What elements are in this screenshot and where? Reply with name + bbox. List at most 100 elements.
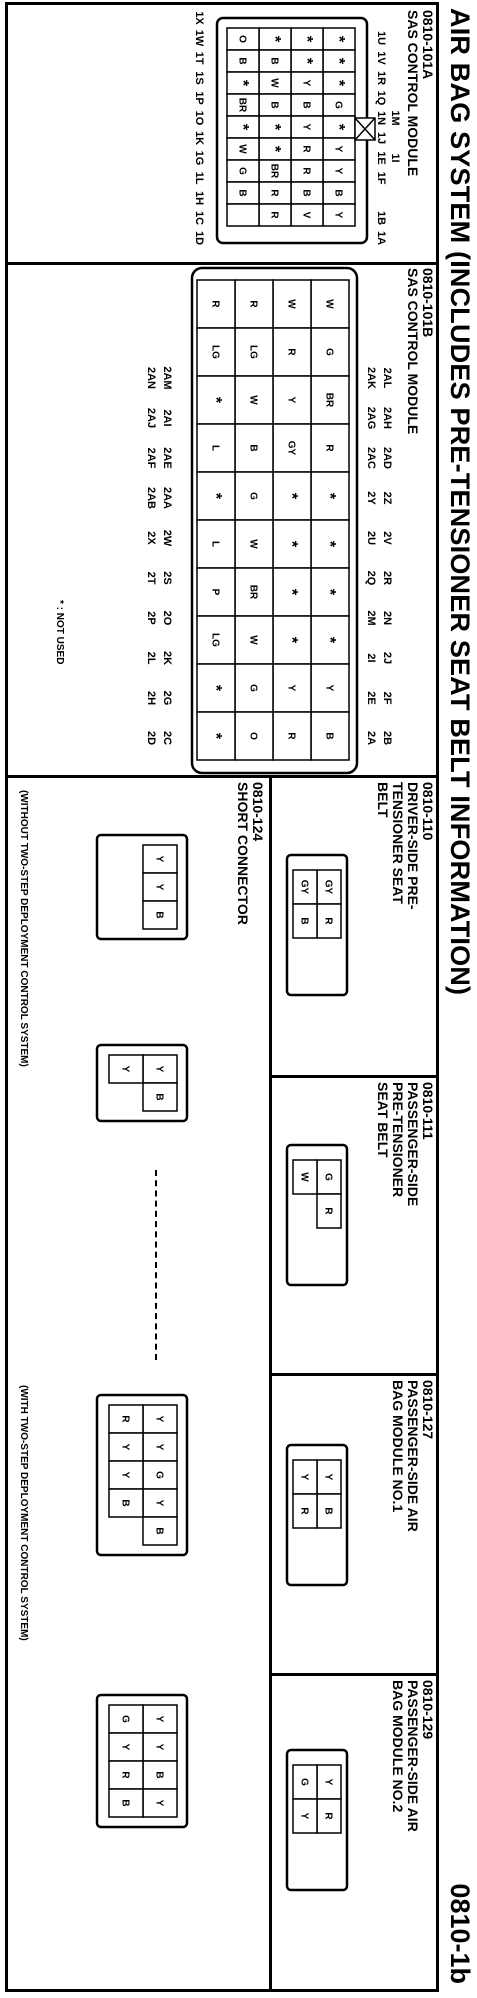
pin-cell [292, 1159, 318, 1195]
pin-cell [226, 203, 260, 227]
pin-number: 1Q [375, 91, 387, 106]
pin-number: 2AB [145, 487, 157, 509]
wire-color: * [283, 589, 300, 596]
wire-color: B [236, 57, 247, 64]
wire-color: B [332, 189, 343, 196]
wire-color: G [323, 348, 334, 356]
wire-color: * [298, 58, 315, 65]
connector-name-124: SHORT CONNECTOR [235, 782, 251, 925]
wire-color: R [119, 1771, 130, 1779]
connector-name-101a: SAS CONTROL MODULE [405, 10, 421, 177]
wire-color: V [300, 212, 311, 219]
pin-cell [142, 1516, 178, 1546]
divider [5, 262, 439, 265]
divider [269, 1673, 439, 1676]
connector-housing [95, 1043, 189, 1123]
pin-number: 1C [193, 211, 205, 225]
pin-number: 1D [193, 231, 205, 245]
wire-color: * [207, 733, 224, 740]
pin-number: 1S [193, 71, 205, 84]
wire-color: B [119, 1499, 130, 1506]
wire-color: B [153, 911, 164, 918]
connector-name-110: DRIVER-SIDE PRE-TENSIONER SEAT BELT [375, 782, 421, 910]
divider [269, 1075, 439, 1078]
wire-color: R [323, 444, 334, 452]
wire-color: B [298, 917, 309, 924]
pin-cell [142, 1082, 178, 1112]
connector-code-129: 0810-129 [420, 1680, 436, 1740]
divider [5, 775, 439, 778]
wire-color: Y [153, 856, 164, 863]
pin-number: 2AL [381, 368, 393, 389]
wire-color: R [300, 167, 311, 175]
pin-number: 1G [193, 151, 205, 166]
pin-number: 1X [193, 11, 205, 25]
wire-color: B [322, 1507, 333, 1514]
connector-code-124: 0810-124 [250, 782, 266, 842]
pin-number: 1F [375, 172, 387, 185]
wire-color: Y [332, 212, 343, 219]
variant-separator [155, 1170, 157, 1360]
wire-color: Y [153, 884, 164, 891]
connector-name-127: PASSENGER-SIDE AIR BAG MODULE NO.1 [390, 1380, 421, 1532]
pin-number: 2P [145, 611, 157, 624]
wire-color: Y [322, 1474, 333, 1481]
wire-color: R [268, 211, 279, 219]
pin-number: 1B [375, 211, 387, 225]
pin-cell [316, 1193, 342, 1229]
wire-color: * [207, 685, 224, 692]
wire-color: B [153, 1771, 164, 1778]
connector-code-127: 0810-127 [420, 1380, 436, 1440]
wire-color: BR [247, 585, 258, 600]
lock-tab-cross [354, 117, 376, 141]
wire-color: B [236, 189, 247, 196]
pin-cell [108, 1788, 144, 1818]
wire-color: W [323, 299, 334, 309]
wire-color: * [234, 80, 251, 87]
page-title: AIR BAG SYSTEM (INCLUDES PRE-TENSIONER S… [445, 8, 475, 996]
pin-cell [292, 903, 318, 939]
wire-color: * [298, 36, 315, 43]
wire-color: Y [119, 1066, 130, 1073]
wire-color: W [247, 395, 258, 405]
wire-color: Y [153, 1800, 164, 1807]
pin-number: 2X [145, 531, 157, 545]
pin-number: 2AH [381, 407, 393, 429]
wire-color: Y [298, 1813, 309, 1820]
connector-housing [190, 266, 359, 775]
wire-color: Y [332, 168, 343, 175]
pin-number: 1W [193, 30, 205, 47]
wire-color: B [268, 57, 279, 64]
wire-color: Y [332, 146, 343, 153]
wire-color: R [322, 1812, 333, 1820]
wire-color: G [322, 1173, 333, 1181]
connector-101b: 2A2E2I2M2Q2U2Y2AC2AG2AK2B2F2J2N2R2V2Z2AD… [145, 266, 393, 775]
connector-111: GWR [285, 1143, 349, 1287]
pin-number: 1R [375, 71, 387, 85]
wire-color: R [300, 145, 311, 153]
wire-color: L [209, 445, 220, 451]
wire-color: * [283, 493, 300, 500]
wire-color: * [321, 637, 338, 644]
pin-number: 2A [365, 731, 377, 745]
connector-housing [95, 1393, 189, 1557]
connector-code-101b: 0810-101B [420, 268, 436, 338]
pin-number: 2D [145, 731, 157, 745]
wire-color: BR [236, 98, 247, 113]
pin-number: 2U [365, 531, 377, 545]
pin-cell [292, 1798, 318, 1834]
connector-101a: 1A1B1F1E1J1N1Q1R1V1U1I1M***G*YYBY**YBYRR… [193, 11, 401, 245]
pin-cell [108, 1488, 144, 1518]
not-used-note: * : NOT USED [54, 600, 65, 665]
pin-number: 2G [161, 691, 173, 706]
pin-number: 1E [375, 151, 387, 164]
wire-color: * [283, 637, 300, 644]
wire-color: P [209, 589, 220, 596]
connector-name-111: PASSENGER-SIDE PRE-TENSIONER SEAT BELT [375, 1082, 421, 1207]
wire-color: R [285, 732, 296, 740]
pin-number: 2M [365, 610, 377, 625]
wire-color: W [247, 635, 258, 645]
wire-color: * [330, 80, 347, 87]
pin-number: 1H [193, 191, 205, 205]
